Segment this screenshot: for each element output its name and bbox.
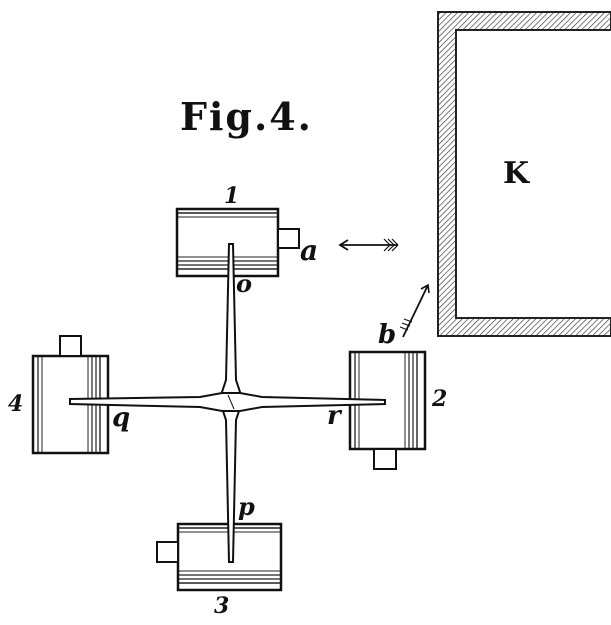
cylinder-3-number: 3 <box>214 593 230 619</box>
point-b-label: b <box>378 320 397 350</box>
cylinder-3 <box>156 522 283 592</box>
enclosure-k <box>437 11 611 337</box>
arrow-b-icon <box>399 283 430 338</box>
point-q-label: q <box>112 403 131 433</box>
point-o-label: o <box>236 269 253 298</box>
cylinder-1-number: 1 <box>224 183 240 209</box>
cylinder-2-number: 2 <box>432 386 448 412</box>
cylinder-4 <box>31 335 110 455</box>
point-p-label: p <box>238 492 255 521</box>
figure-title: Fig.4. <box>180 94 313 139</box>
point-r-label: r <box>327 401 341 431</box>
cylinder-4-number: 4 <box>8 391 24 417</box>
cylinder-2 <box>348 350 427 470</box>
cross-arm <box>69 243 386 563</box>
point-a-label: a <box>300 234 319 267</box>
cylinder-1 <box>175 207 300 278</box>
enclosure-label: K <box>503 156 530 191</box>
arrow-a-icon <box>338 238 399 252</box>
